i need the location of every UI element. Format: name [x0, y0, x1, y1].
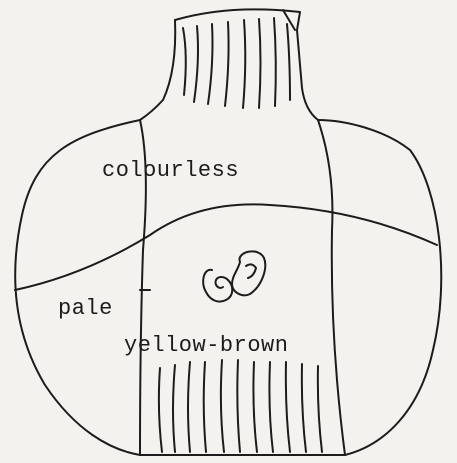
label-colourless: colourless [102, 158, 239, 183]
base-stripe-10 [302, 364, 306, 452]
label-pale: pale [58, 296, 113, 321]
label-yellow-brown: yellow-brown [124, 333, 288, 358]
neck-stripe-4 [225, 22, 229, 106]
motif-right [232, 251, 265, 295]
panel-right-seam [332, 230, 345, 455]
motif-right-inner [246, 264, 256, 278]
motif-left [203, 270, 232, 302]
base-stripe-8 [269, 362, 273, 452]
base-stripe-1 [159, 368, 162, 452]
base-stripe-4 [204, 362, 206, 452]
neck-stripe-6 [259, 19, 261, 108]
neck-stripe-1 [183, 28, 186, 95]
base-stripe-2 [173, 365, 175, 452]
base-stripe-6 [237, 360, 240, 452]
shoulder-left-seam [140, 120, 146, 250]
neck-stripe-5 [243, 20, 245, 108]
base-stripe-7 [253, 362, 257, 452]
shoulder-right-seam [318, 120, 332, 230]
neck-stripe-8 [287, 24, 290, 100]
neck-stripe-7 [274, 18, 276, 106]
neck-stripe-2 [194, 26, 198, 102]
base-stripe-11 [318, 366, 322, 452]
band-line [15, 204, 437, 290]
neck-left-edge [140, 20, 175, 120]
neck-stripe-3 [208, 24, 213, 104]
base-stripe-9 [286, 362, 290, 452]
base-stripe-3 [188, 362, 190, 452]
neck-rim-notch [283, 10, 295, 30]
base-stripe-5 [221, 360, 224, 452]
